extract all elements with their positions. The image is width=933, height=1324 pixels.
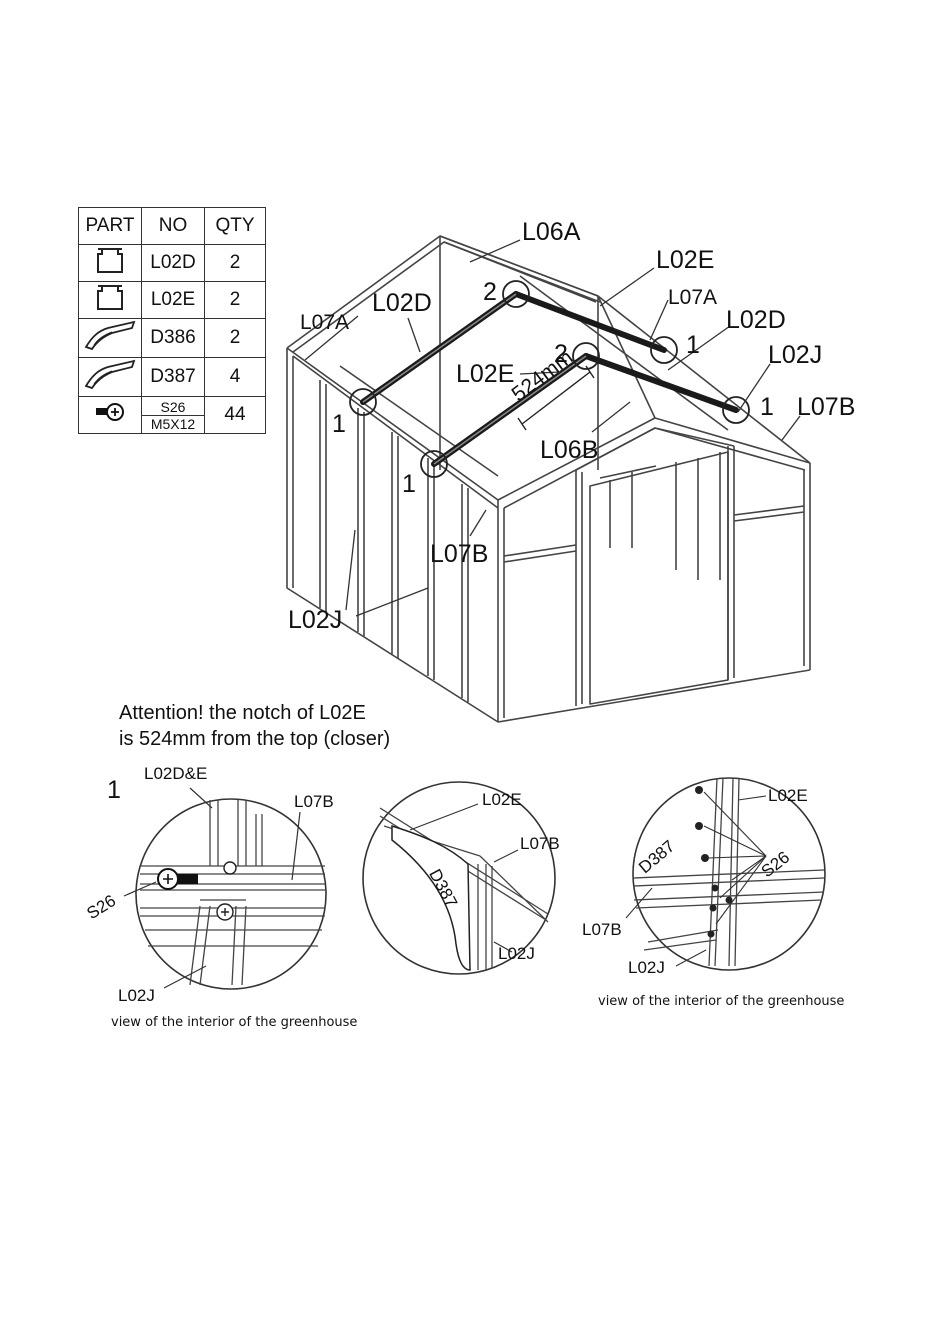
note-line-1: Attention! the notch of L02E [119,702,366,724]
detail-3-drawing [625,777,826,971]
detail-1-l02j: L02J [118,986,155,1005]
part-no-top: S26 [142,399,204,416]
part-qty: 44 [204,396,266,434]
detail-2-l07b: L07B [520,834,560,853]
label-l06a: L06A [522,218,581,246]
table-row: L02E 2 [78,281,266,319]
part-no: S26 M5X12 [141,396,205,434]
label-l02j-right: L02J [768,341,823,369]
detail-1-drawing [123,787,327,990]
detail-2-drawing [362,781,556,975]
detail-2-l02e: L02E [482,790,522,809]
label-l07a-left: L07A [300,311,350,334]
label-l07b-bottom: L07B [430,540,489,568]
label-l07b-right: L07B [797,393,856,421]
label-step-2b: 2 [554,340,568,368]
label-l02d-right: L02D [726,306,786,334]
label-step-1b: 1 [760,393,774,421]
part-qty: 2 [204,318,266,358]
label-l02e-top: L02E [656,246,715,274]
bracket-icon [78,357,142,397]
table-header-row: PART NO QTY [78,207,266,245]
part-no: L02E [141,281,205,319]
label-l07a-right: L07A [668,286,718,309]
label-l06b: L06B [540,436,599,464]
parts-table: PART NO QTY L02D 2 L02E 2 D386 2 [78,207,266,434]
header-part: PART [78,207,142,245]
table-row: S26 M5X12 44 [78,396,266,434]
detail-3-caption: view of the interior of the greenhouse [598,994,845,1009]
note-line-2: is 524mm from the top (closer) [119,728,391,750]
detail-3-l02e: L02E [768,786,808,805]
detail-1-step: 1 [107,776,121,804]
part-no-bottom: M5X12 [150,415,196,432]
part-qty: 2 [204,244,266,282]
part-no: L02D [141,244,205,282]
detail-3-l02j: L02J [628,958,665,977]
bracket-icon [78,318,142,358]
detail-1-caption: view of the interior of the greenhouse [111,1015,358,1030]
attention-note: Attention! the notch of L02E is 524mm fr… [119,700,390,752]
label-step-1a: 1 [686,331,700,359]
bar-profile-icon [78,281,142,319]
label-l02d-left: L02D [372,289,432,317]
header-no: NO [141,207,205,245]
detail-3-l07b: L07B [582,920,622,939]
label-step-1d: 1 [402,470,416,498]
detail-1-l02de: L02D&E [144,764,208,783]
table-row: D387 4 [78,357,266,397]
label-step-1c: 1 [332,410,346,438]
detail-1-l07b: L07B [294,792,334,811]
label-l02j-bottom: L02J [288,606,343,634]
label-l02e-mid: L02E [456,360,515,388]
detail-2-l02j: L02J [498,944,535,963]
label-step-2a: 2 [483,278,497,306]
part-no: D386 [141,318,205,358]
screw-icon [78,396,142,434]
part-qty: 4 [204,357,266,397]
bar-profile-icon [78,244,142,282]
table-row: L02D 2 [78,244,266,282]
part-no: D387 [141,357,205,397]
table-row: D386 2 [78,318,266,358]
